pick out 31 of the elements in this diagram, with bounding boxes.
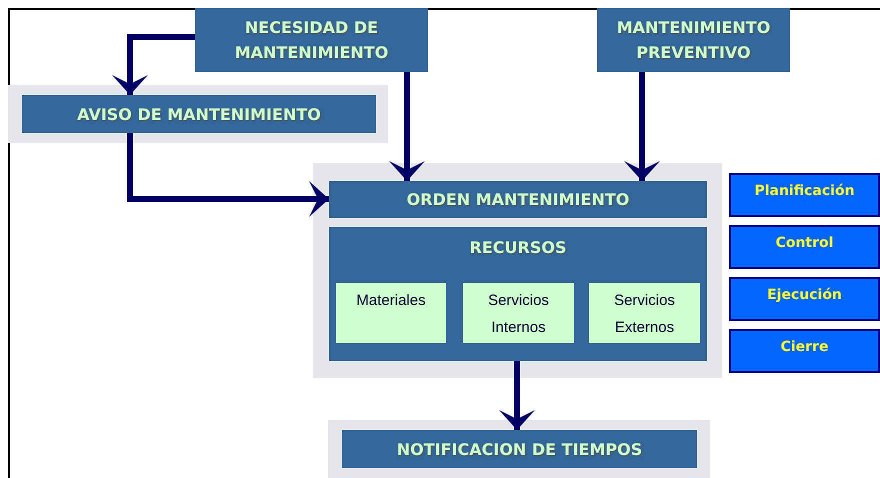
resource-box <box>463 283 574 343</box>
process-box <box>597 8 790 72</box>
arrow <box>127 133 329 217</box>
phase-box <box>729 173 880 217</box>
phase-box <box>729 329 880 373</box>
box-label: Control <box>776 235 834 251</box>
box-label: Ejecución <box>767 287 842 303</box>
box-label: Cierre <box>780 339 828 355</box>
arrow <box>624 72 660 181</box>
box-label: Servicios Externos <box>613 291 676 338</box>
box-label: Servicios Internos <box>487 291 550 338</box>
box-label: Planificación <box>754 183 855 199</box>
phase-box <box>729 277 880 321</box>
box-label: Materiales <box>356 291 426 311</box>
resource-box <box>589 283 700 343</box>
arrow <box>389 72 425 181</box>
arrow <box>112 34 195 95</box>
process-box <box>329 227 707 361</box>
box-label: RECURSOS <box>470 237 566 259</box>
box-label: AVISO DE MANTENIMIENTO <box>77 104 321 126</box>
resource-box <box>336 283 446 343</box>
process-box <box>22 95 376 133</box>
box-label: MANTENIMIENTO PREVENTIVO <box>616 17 772 64</box>
box-label: NOTIFICACION DE TIEMPOS <box>396 438 642 460</box>
process-box <box>195 8 428 72</box>
process-box <box>342 430 697 468</box>
box-label: NECESIDAD DE MANTENIMIENTO <box>234 17 390 64</box>
process-box <box>329 181 707 218</box>
arrow <box>499 361 535 430</box>
phase-box <box>729 225 880 269</box>
box-label: ORDEN MANTENIMIENTO <box>406 189 630 211</box>
